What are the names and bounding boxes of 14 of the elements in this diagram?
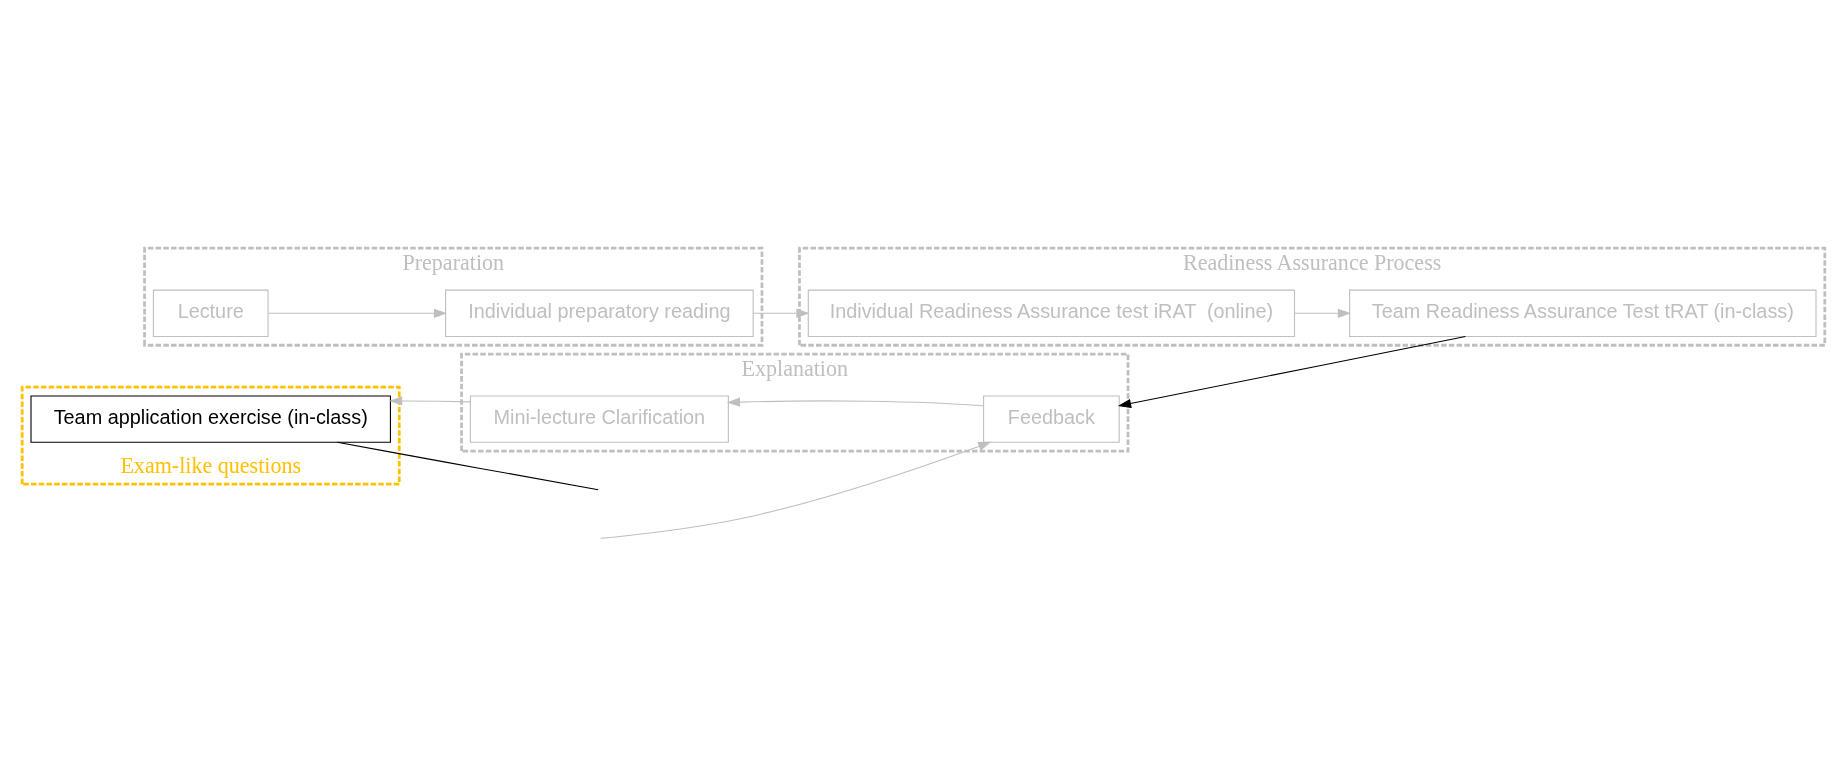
arrow: [1294, 308, 1352, 318]
arrow: [388, 395, 471, 406]
node-box: Feedback: [983, 394, 1120, 443]
node-box: Individual preparatory reading: [445, 289, 754, 337]
arrow: [600, 441, 992, 539]
arrow: [726, 397, 985, 407]
node-box: Individual Readiness Assurance test iRAT (online): [807, 289, 1296, 337]
node-box: Mini-lecture Clarification: [469, 394, 729, 443]
arrow: [267, 308, 448, 318]
node-box: Lecture: [152, 289, 269, 337]
arrow: [752, 308, 810, 318]
connector: [336, 441, 599, 490]
node-box: Team application exercise (in-class): [30, 394, 391, 443]
node-box: Team Readiness Assurance Test tRAT (in-class): [1349, 289, 1817, 337]
